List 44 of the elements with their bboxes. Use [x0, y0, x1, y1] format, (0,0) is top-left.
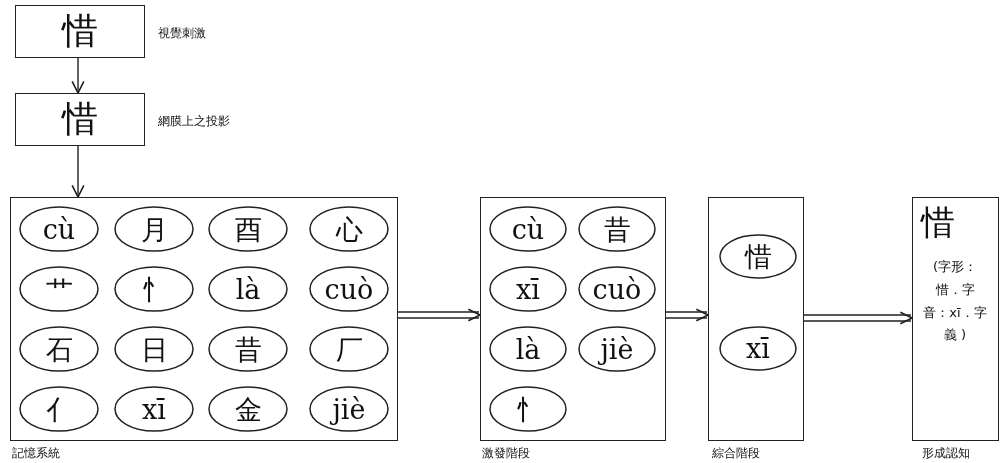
letter-circle: cù — [489, 206, 567, 252]
letter-circle: cuò — [578, 266, 656, 312]
letter-circle: xī — [489, 266, 567, 312]
arrow — [71, 145, 85, 198]
letter-circle: 月 — [114, 206, 194, 252]
stage-box — [708, 197, 804, 441]
side-label: 網膜上之投影 — [158, 113, 230, 130]
side-label: 視覺刺激 — [158, 25, 206, 42]
letter-circle: 厂 — [309, 326, 389, 372]
stage-box — [10, 197, 398, 441]
arrow — [71, 57, 85, 94]
letter-circle: 艹 — [19, 266, 99, 312]
letter-circle: jiè — [578, 326, 656, 372]
note-text: (字形：惜．字音：xī．字義 ) — [923, 258, 987, 345]
letter-circle: cuò — [309, 266, 389, 312]
letter-circle: xī — [719, 326, 797, 371]
letter-circle: 日 — [114, 326, 194, 372]
letter-circle: xī — [114, 386, 194, 432]
result-box — [912, 197, 999, 441]
stage-label: 形成認知 — [922, 445, 970, 462]
stage-label: 記憶系統 — [12, 445, 60, 462]
letter-circle: cù — [19, 206, 99, 252]
letter-circle: 惜 — [719, 234, 797, 279]
letter-circle: 昔 — [578, 206, 656, 252]
character-box: 惜 — [15, 5, 145, 58]
letter-circle: 亻 — [19, 386, 99, 432]
arrow — [665, 308, 709, 322]
stage-label: 綜合階段 — [712, 445, 760, 462]
arrow — [803, 311, 913, 325]
letter-circle: jiè — [309, 386, 389, 432]
stage-label: 激發階段 — [482, 445, 530, 462]
letter-circle: 忄 — [114, 266, 194, 312]
letter-circle: 昔 — [208, 326, 288, 372]
letter-circle: 忄 — [489, 386, 567, 432]
character-box: 惜 — [15, 93, 145, 146]
arrow — [397, 308, 481, 322]
letter-circle: 石 — [19, 326, 99, 372]
letter-circle: là — [208, 266, 288, 312]
letter-circle: 心 — [309, 206, 389, 252]
stage-box — [480, 197, 666, 441]
letter-circle: 酉 — [208, 206, 288, 252]
letter-circle: là — [489, 326, 567, 372]
letter-circle: 金 — [208, 386, 288, 432]
character: 惜 — [921, 204, 955, 242]
